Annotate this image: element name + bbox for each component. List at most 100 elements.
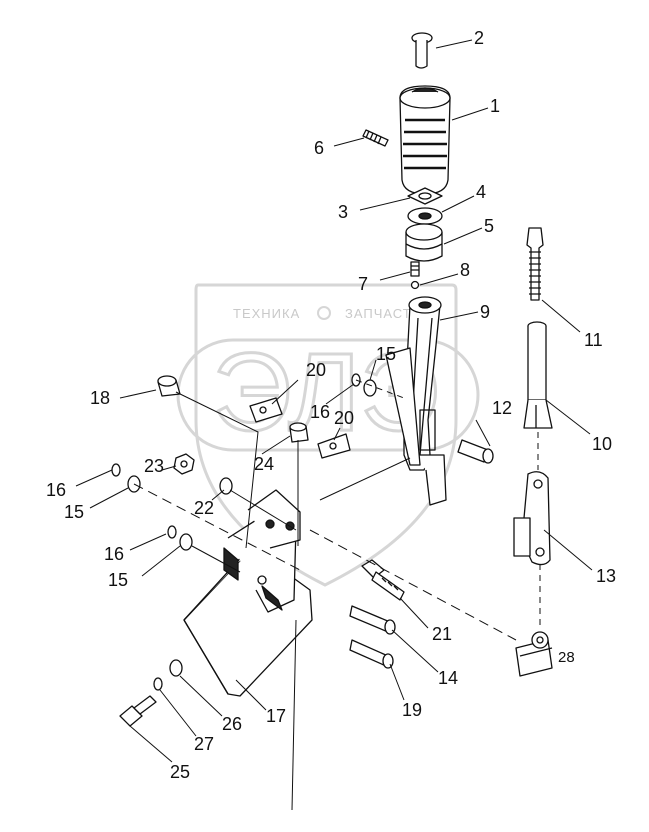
callout-6: 6 <box>314 138 324 158</box>
leader-22 <box>211 489 225 501</box>
leader-18 <box>119 389 157 399</box>
part-10-rod-end <box>523 321 553 429</box>
leader-16a <box>325 383 355 405</box>
callout-22: 22 <box>194 498 214 518</box>
part-20-link-a <box>249 397 283 423</box>
callout-15b: 15 <box>64 502 84 522</box>
watermark-text-right: ЗАПЧАСТИ <box>345 306 422 321</box>
callout-14: 14 <box>438 668 458 688</box>
callout-13: 13 <box>596 566 616 586</box>
washer-22 <box>219 477 233 495</box>
callout-5: 5 <box>484 216 494 236</box>
dashed-axis-3 <box>355 379 405 399</box>
part-13-link <box>513 471 551 566</box>
leader-10 <box>545 399 591 435</box>
leader-13 <box>543 529 593 571</box>
leader-16b <box>75 469 113 487</box>
leader-8 <box>419 273 459 286</box>
axis-line-15c <box>191 545 241 573</box>
axis-line-22 <box>229 489 297 531</box>
leader-15b <box>89 487 129 509</box>
axis-line-lever <box>319 457 411 501</box>
callout-9: 9 <box>480 302 490 322</box>
leader-20b <box>333 427 341 441</box>
leader-19 <box>389 663 405 701</box>
callout-8: 8 <box>460 260 470 280</box>
callout-19: 19 <box>402 700 422 720</box>
callout-17: 17 <box>266 706 286 726</box>
centerline-vertical <box>291 619 297 811</box>
leader-5 <box>443 227 483 245</box>
part-5-bushing <box>405 223 443 262</box>
leader-7 <box>379 271 411 281</box>
washer-15a <box>363 379 377 397</box>
leader-16c <box>129 533 167 551</box>
gear-icon <box>317 306 331 320</box>
part-24-sleeve <box>289 422 309 443</box>
callout-25: 25 <box>170 762 190 782</box>
callout-16b: 16 <box>46 480 66 500</box>
washer-15c <box>179 533 193 551</box>
leader-15a <box>369 359 377 381</box>
part-14-pin <box>349 605 396 635</box>
callout-28: 28 <box>558 649 575 666</box>
part-20-link-b <box>317 433 351 459</box>
part-23-nut <box>173 453 195 475</box>
callout-12: 12 <box>492 398 512 418</box>
callout-3: 3 <box>338 202 348 222</box>
leader-24 <box>261 435 291 455</box>
part-12-pin <box>457 439 494 464</box>
callout-27: 27 <box>194 734 214 754</box>
callout-2: 2 <box>474 28 484 48</box>
callout-16c: 16 <box>104 544 124 564</box>
part-4-washer <box>407 207 443 225</box>
leader-11 <box>541 299 581 333</box>
callout-10: 10 <box>592 434 612 454</box>
callout-21: 21 <box>432 624 452 644</box>
dashed-axis-2 <box>309 529 517 641</box>
part-7-setscrew <box>410 261 420 277</box>
leader-4 <box>441 195 475 213</box>
part-19-pin <box>349 639 394 669</box>
callout-16a: 16 <box>310 402 330 422</box>
callout-4: 4 <box>476 182 486 202</box>
part-28-clip <box>515 631 553 677</box>
callout-15a: 15 <box>376 344 396 364</box>
washer-27 <box>153 677 163 691</box>
washer-16b <box>111 463 121 477</box>
callout-11: 11 <box>584 330 603 350</box>
leader-17 <box>235 679 267 711</box>
leader-25 <box>129 725 173 763</box>
leader-26 <box>179 675 223 717</box>
part-21-bolt <box>361 559 405 601</box>
callout-15c: 15 <box>108 570 128 590</box>
callout-26: 26 <box>222 714 242 734</box>
leader-3 <box>359 197 411 211</box>
leader-6 <box>333 137 365 147</box>
leader-12 <box>475 419 491 447</box>
washer-26 <box>169 659 183 677</box>
part-6-screw <box>362 129 389 147</box>
part-11-threaded-rod <box>526 227 544 301</box>
callout-1: 1 <box>490 96 500 116</box>
callout-7: 7 <box>358 274 368 294</box>
part-1-knob <box>399 85 451 195</box>
leader-21 <box>399 597 429 629</box>
leader-14 <box>391 629 439 673</box>
leader-2 <box>435 39 473 49</box>
leader-15c <box>141 545 181 577</box>
leader-20a <box>271 379 299 405</box>
part-17-bracket <box>183 489 313 697</box>
callout-23: 23 <box>144 456 164 476</box>
callout-20a: 20 <box>306 360 326 380</box>
callout-labels: 2 1 6 4 3 5 7 8 9 11 10 12 13 18 20 15 1… <box>46 28 616 782</box>
part-2-pin <box>411 32 433 69</box>
callout-24: 24 <box>254 454 274 474</box>
leader-27 <box>159 689 197 737</box>
washer-16c <box>167 525 177 539</box>
callout-20b: 20 <box>334 408 354 428</box>
part-8-ball <box>410 280 420 290</box>
leader-23 <box>161 465 177 471</box>
